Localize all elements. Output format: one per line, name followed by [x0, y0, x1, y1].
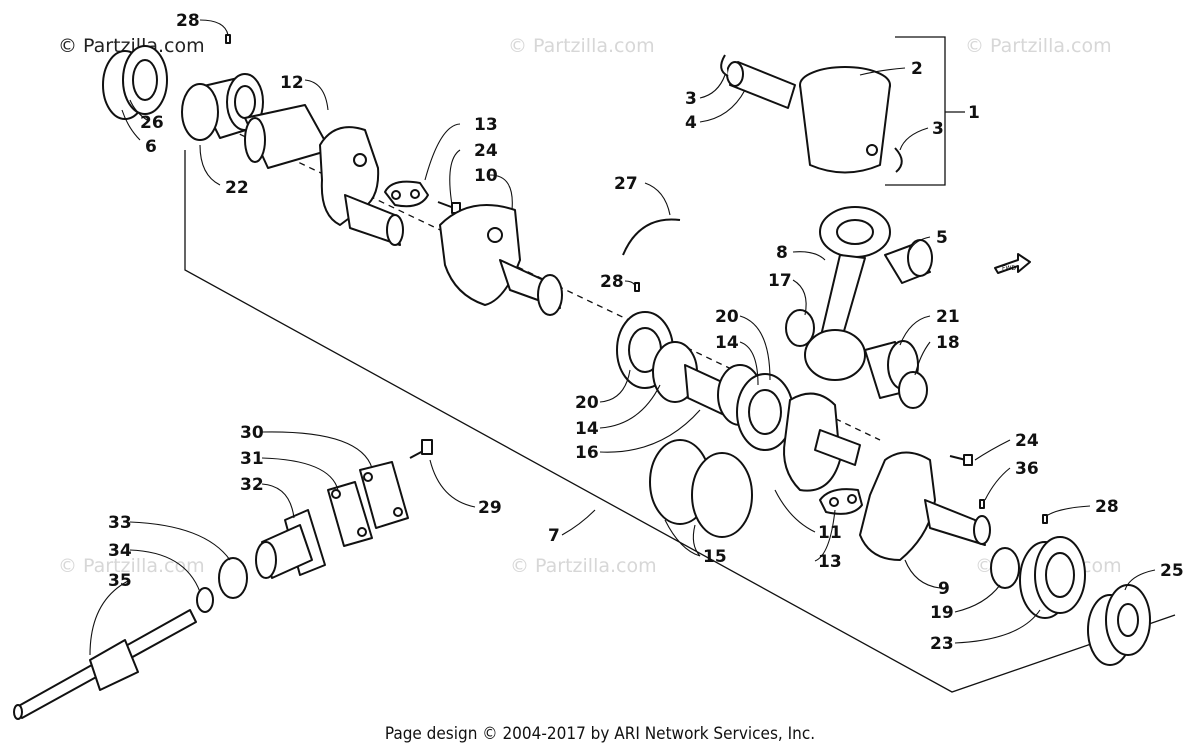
crank-half-right [859, 451, 991, 561]
piston [799, 66, 891, 174]
callout-23: 23 [930, 634, 954, 654]
callout-24-right: 24 [1015, 431, 1039, 451]
callout-31: 31 [240, 449, 264, 469]
callout-34: 34 [108, 541, 132, 561]
main-bearing-center [616, 311, 794, 451]
crank-half-center [439, 204, 563, 316]
fwd-arrow-icon: FWD [994, 253, 1031, 274]
key-36 [979, 499, 985, 509]
callout-28-top: 28 [176, 11, 200, 31]
leader-lines [89, 19, 1156, 656]
callout-1: 1 [968, 103, 980, 123]
callout-14-lower: 14 [575, 419, 599, 439]
callout-25: 25 [1160, 561, 1184, 581]
callout-35: 35 [108, 571, 132, 591]
pin-28-center [634, 282, 640, 292]
callout-5: 5 [936, 228, 948, 248]
callout-3-right: 3 [932, 119, 944, 139]
pump-cover-30 [359, 461, 409, 529]
footer-credit: Page design © 2004-2017 by ARI Network S… [385, 724, 815, 744]
piston-pin [726, 61, 796, 109]
callout-10: 10 [474, 166, 498, 186]
callout-8: 8 [776, 243, 788, 263]
callout-9: 9 [938, 579, 950, 599]
callout-28-center: 28 [600, 272, 624, 292]
callout-7: 7 [548, 526, 560, 546]
callout-18: 18 [936, 333, 960, 353]
callout-20-upper: 20 [715, 307, 739, 327]
callout-2: 2 [911, 59, 923, 79]
callout-4: 4 [685, 113, 697, 133]
callout-26: 26 [140, 113, 164, 133]
bolt-right [949, 454, 973, 466]
washer-34 [196, 587, 214, 613]
seal-ring-15b [691, 452, 753, 538]
callout-21: 21 [936, 307, 960, 327]
assembly-outline [184, 150, 1176, 693]
callout-27: 27 [614, 174, 638, 194]
oil-seal-left [102, 45, 168, 120]
bearing-left [181, 34, 264, 141]
pin-28-right [1042, 514, 1048, 524]
callout-28-right: 28 [1095, 497, 1119, 517]
bolt-29 [409, 439, 433, 459]
washer-17 [785, 309, 815, 347]
o-ring-33 [218, 557, 248, 599]
circlip-3-right [894, 147, 903, 173]
callout-32: 32 [240, 475, 264, 495]
needle-bearing-small-end [884, 239, 933, 284]
gasket-31 [327, 481, 373, 547]
callout-13-top: 13 [474, 115, 498, 135]
watermark-top-right: © Partzilla.com [965, 35, 1112, 57]
drive-shaft-35 [13, 609, 197, 720]
callout-17: 17 [768, 271, 792, 291]
callout-36: 36 [1015, 459, 1039, 479]
callouts: 28 26 6 22 12 13 24 10 27 28 20 14 20 14… [108, 11, 1184, 654]
crank-half-left [244, 104, 404, 246]
callout-6: 6 [145, 137, 157, 157]
washer-19 [990, 547, 1020, 589]
callout-24-top: 24 [474, 141, 498, 161]
fwd-label: FWD [1002, 265, 1016, 272]
callout-33: 33 [108, 513, 132, 533]
piston-group-bracket [885, 36, 946, 186]
circlip-3-left [720, 54, 729, 77]
circlip-27 [622, 218, 681, 256]
connecting-rod [804, 206, 891, 381]
bearing-right [1019, 536, 1086, 619]
callout-11: 11 [818, 523, 842, 543]
housing-32 [255, 509, 326, 579]
counterweight-plate-top [384, 180, 429, 208]
callout-3-left: 3 [685, 89, 697, 109]
callout-13-bottom: 13 [818, 552, 842, 572]
callout-29: 29 [478, 498, 502, 518]
crank-half-right-center [783, 392, 861, 492]
callout-30: 30 [240, 423, 264, 443]
callout-16: 16 [575, 443, 599, 463]
counterweight-plate-bottom [819, 488, 863, 515]
callout-12: 12 [280, 73, 304, 93]
callout-20-lower: 20 [575, 393, 599, 413]
watermark-bottom-left: © Partzilla.com [58, 555, 205, 577]
callout-14-upper: 14 [715, 333, 739, 353]
washer-18 [898, 371, 928, 409]
oil-seal-right [1087, 584, 1151, 666]
callout-22: 22 [225, 178, 249, 198]
callout-15: 15 [703, 547, 727, 567]
watermark-bottom-center: © Partzilla.com [510, 555, 657, 577]
watermark-main: © Partzilla.com [58, 35, 205, 57]
watermark-top-center: © Partzilla.com [508, 35, 655, 57]
callout-19: 19 [930, 603, 954, 623]
